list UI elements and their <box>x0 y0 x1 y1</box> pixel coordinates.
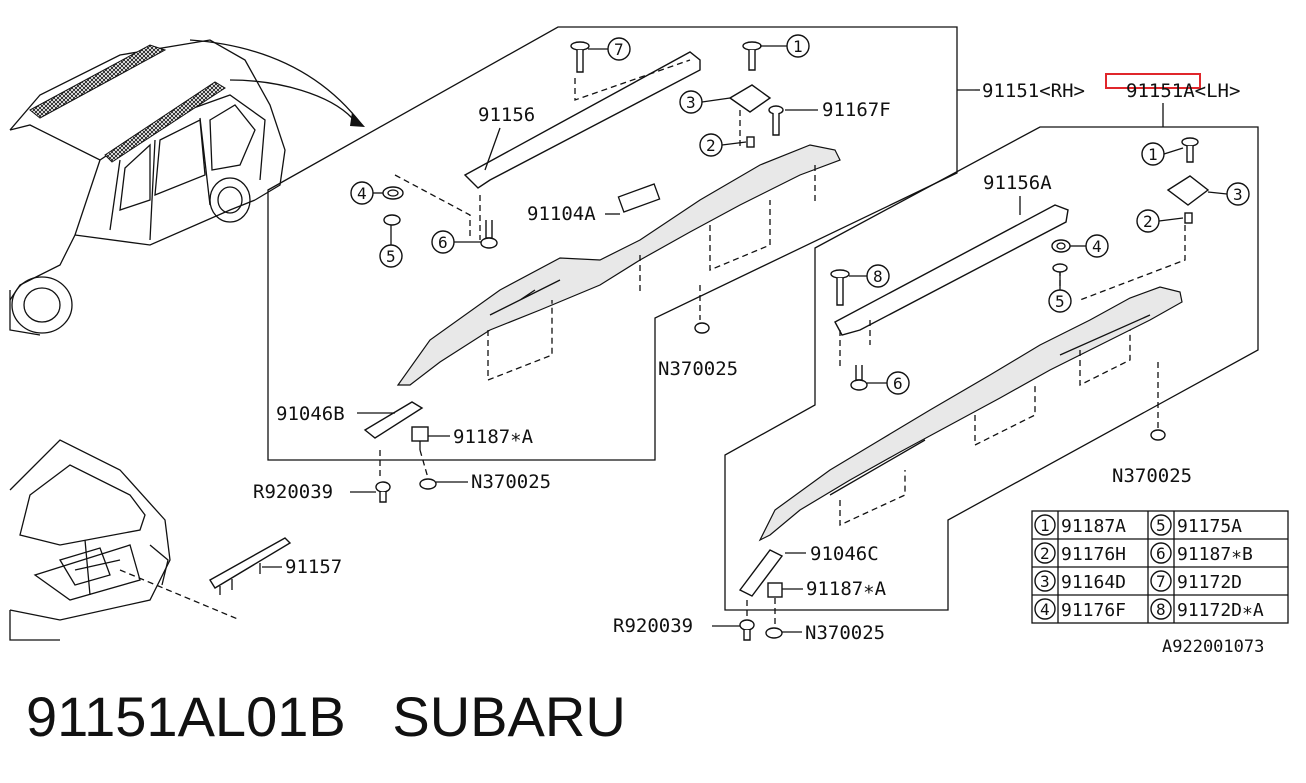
callout-4-rh: 4 <box>357 184 367 203</box>
label-lh-assembly: 91151A<LH> <box>1126 80 1240 102</box>
legend-part: 91172D∗A <box>1177 600 1264 621</box>
legend-num: 7 <box>1156 572 1166 591</box>
footer-brand: SUBARU <box>392 685 626 748</box>
legend-num: 4 <box>1040 600 1050 619</box>
legend-part: 91172D <box>1177 572 1242 593</box>
label-rh-assembly: 91151<RH> <box>982 80 1085 102</box>
rh-bracket-3 <box>728 84 772 113</box>
lh-assembly-frame <box>724 103 1259 611</box>
lh-labels: 91151A<LH> 91156A N370025 91046C 91187∗A… <box>613 73 1250 644</box>
highlight-box <box>1105 73 1201 89</box>
rh-grommet-4 <box>382 186 404 200</box>
callout-4-lh: 4 <box>1092 237 1102 256</box>
rh-roof-rail <box>394 51 841 386</box>
legend-part: 91187A <box>1061 516 1126 537</box>
rh-nut-upper <box>694 322 710 334</box>
callout-5-rh: 5 <box>386 247 396 266</box>
lh-grommet-4 <box>1051 239 1071 253</box>
legend-row-1: 1 91187A 5 91175A <box>1034 514 1242 537</box>
lh-roof-rail <box>758 204 1186 542</box>
label-clip-a-lh: 91187∗A <box>806 578 887 600</box>
footer-part-number: 91151AL01B <box>26 685 346 748</box>
callout-6-rh: 6 <box>438 233 448 252</box>
callout-8-lh: 8 <box>873 267 883 286</box>
callout-1-rh: 1 <box>793 37 803 56</box>
lh-nut-upper <box>1150 429 1166 441</box>
rh-labels: 91151<RH> 91156 91167F 91104A N370025 91… <box>253 34 1085 503</box>
lh-bracket-3 <box>1166 175 1210 206</box>
legend-part: 91176H <box>1061 544 1126 565</box>
legend-part: 91176F <box>1061 600 1126 621</box>
legend-num: 2 <box>1040 544 1050 563</box>
label-cover-b: 91046B <box>276 403 345 425</box>
vehicle-side-view-illustration <box>9 39 365 336</box>
callout-2-lh: 2 <box>1143 212 1153 231</box>
label-rail-rh: 91156 <box>478 104 535 126</box>
rh-assembly-frame <box>267 26 975 461</box>
legend-num: 3 <box>1040 572 1050 591</box>
label-rail-lh: 91156A <box>983 172 1052 194</box>
lh-clip-91187a <box>767 582 783 598</box>
callout-1-lh: 1 <box>1148 145 1158 164</box>
lh-bolt-6 <box>850 365 868 391</box>
label-rivet-rh: R920039 <box>253 481 333 503</box>
label-rivet-lh: R920039 <box>613 615 693 637</box>
rh-bolt-91167f <box>768 105 784 136</box>
callout-6-lh: 6 <box>893 374 903 393</box>
label-nut-lh-upper: N370025 <box>1112 465 1192 487</box>
lh-nut-lower <box>765 627 783 639</box>
legend-num: 8 <box>1156 600 1166 619</box>
callout-7-rh: 7 <box>614 40 624 59</box>
callout-5-lh: 5 <box>1055 292 1065 311</box>
label-nut-lh-lower: N370025 <box>805 622 885 644</box>
label-bolt-f: 91167F <box>822 99 891 121</box>
rh-screw-7 <box>570 41 590 73</box>
legend-row-2: 2 91176H 6 91187∗B <box>1034 542 1253 565</box>
rh-washer-5 <box>383 214 401 226</box>
rh-rivet <box>375 481 391 503</box>
label-rear-part: 91157 <box>285 556 342 578</box>
lh-screw-8 <box>830 269 850 306</box>
rh-clip-91187a <box>411 426 429 450</box>
lh-rivet <box>739 619 755 641</box>
label-nut-rh-upper: N370025 <box>658 358 738 380</box>
lh-cover-91046c <box>738 549 784 597</box>
label-cover-c: 91046C <box>810 543 879 565</box>
rh-bolt-6 <box>480 220 498 249</box>
rh-nut-lower <box>419 478 437 490</box>
legend-row-4: 4 91176F 8 91172D∗A <box>1034 598 1264 621</box>
rh-clip-2 <box>746 136 755 148</box>
legend-part: 91175A <box>1177 516 1242 537</box>
rh-cover-91046b <box>363 401 424 439</box>
callout-2-rh: 2 <box>706 136 716 155</box>
lh-clip-2 <box>1184 212 1193 224</box>
label-clip-a-rh: 91187∗A <box>453 426 534 448</box>
label-nut-rh-lower: N370025 <box>471 471 551 493</box>
legend-num: 6 <box>1156 544 1166 563</box>
callout-3-rh: 3 <box>686 93 696 112</box>
lh-screw-1 <box>1181 137 1199 163</box>
diagram-reference-code: A922001073 <box>1162 637 1264 657</box>
footer-title: 91151AL01B SUBARU <box>26 684 626 749</box>
legend-part: 91164D <box>1061 572 1126 593</box>
callout-3-lh: 3 <box>1233 185 1243 204</box>
rh-fasteners <box>363 41 784 503</box>
rear-part-91157: 91157 <box>209 537 342 595</box>
legend-num: 5 <box>1156 516 1166 535</box>
label-pad: 91104A <box>527 203 596 225</box>
lh-fasteners <box>738 137 1210 641</box>
vehicle-rear-illustration <box>9 439 241 641</box>
legend-num: 1 <box>1040 516 1050 535</box>
legend-part: 91187∗B <box>1177 544 1253 565</box>
parts-legend-table: 1 91187A 5 91175A 2 91176H 6 91187∗B 3 9… <box>1031 510 1289 624</box>
legend-row-3: 3 91164D 7 91172D <box>1034 570 1242 593</box>
rh-screw-1 <box>742 41 762 71</box>
lh-washer-5 <box>1052 263 1068 273</box>
